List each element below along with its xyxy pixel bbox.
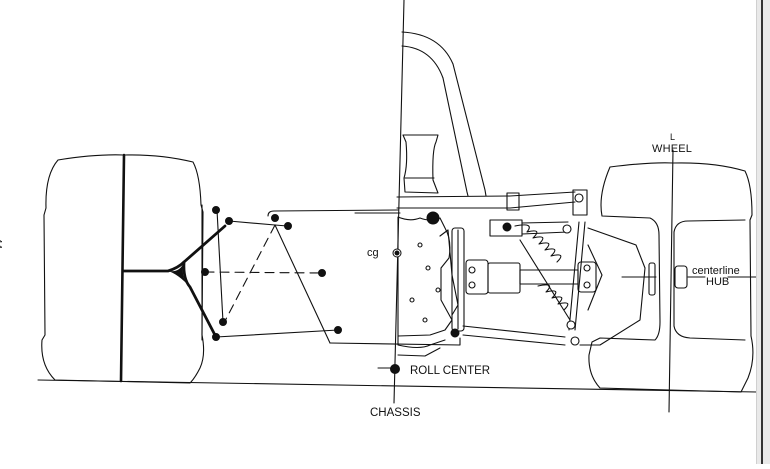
roll-center-label: ROLL CENTER (410, 365, 491, 377)
vertical-scrollbar[interactable] (756, 0, 770, 464)
wheel-centerline-mark: L (670, 132, 676, 142)
transaxle-case (397, 216, 453, 337)
wheel-label: WHEEL (652, 143, 693, 155)
halfshaft (519, 269, 579, 285)
right-wheel-centerline (668, 149, 674, 413)
scrollbar-track[interactable] (761, 0, 763, 464)
page-number: 44 (0, 238, 3, 250)
suspension-diagram (37, 0, 758, 413)
left-tire (41, 154, 205, 384)
right-tire (588, 162, 754, 393)
centerline-label: centerline (692, 265, 740, 277)
roll-hoop (401, 31, 487, 197)
cg-label: cg (367, 247, 379, 259)
chassis-centerline (393, 0, 405, 404)
intake-trumpet (402, 134, 439, 194)
chassis-label: CHASSIS (370, 407, 421, 419)
coilover (514, 224, 571, 321)
right-upright (568, 221, 586, 331)
left-upright (121, 224, 227, 273)
left-wheel-centerline (119, 153, 126, 383)
pivot-points (201, 206, 512, 341)
roll-center-marker (390, 364, 400, 374)
hub-nut (674, 265, 688, 289)
diagram-canvas: 44 cg L WHEEL centerline HUB ROLL CENTER… (0, 0, 758, 419)
hub-label: HUB (706, 276, 730, 288)
left-upright-lower (182, 260, 218, 339)
